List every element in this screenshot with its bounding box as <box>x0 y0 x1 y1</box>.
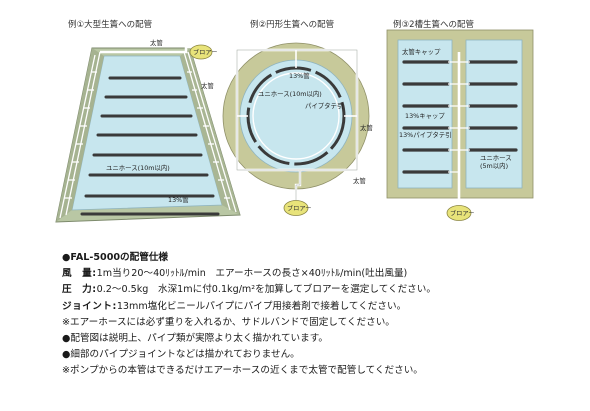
spec-text-pressure: 0.2～0.5kg 水深1mに付0.1kg/m²を加算してブロアーを選定してくだ… <box>96 284 436 296</box>
air-hoses-3 <box>402 60 518 174</box>
spec-text-joint: 13mm塩化ビニールパイプにパイプ用接着剤で接着してください。 <box>116 300 407 312</box>
blower-1-label: ブロアー <box>193 49 217 57</box>
branch-pipes-3 <box>448 61 470 173</box>
ex3-main-cap-label: 太管キャップ <box>402 47 441 56</box>
ex2-main-pipe-bottom-label: 太管 <box>353 176 366 185</box>
example-1-title: 例①大型生簀への配管 <box>68 20 153 30</box>
spec-heading: ●FAL-5000の配管仕様 <box>62 252 169 263</box>
right-pipe-ladder <box>183 51 237 213</box>
spec-note-illustration: ●配管図は説明上、パイプ類が実際より太く描かれています。 <box>62 333 328 345</box>
thin-ring-pipe <box>252 72 340 160</box>
blower-1 <box>189 44 213 60</box>
ex2-main-pipe-right-label: 太管 <box>360 123 373 132</box>
ex2-pipe-tee-label: パイプタテ引 <box>305 101 343 110</box>
air-hoses <box>80 76 220 216</box>
spec-note-joints: ●細部のパイプジョイントなどは描かれておりません。 <box>62 349 300 361</box>
ex3-cap-13-label: 13%キャップ <box>405 112 445 120</box>
piping-diagrams: ブロアー 太管 太管 ユニホース(10m以内) 13%管 ブロアー 13%管 ユ… <box>55 29 534 223</box>
blower-2-label: ブロアー <box>287 205 311 213</box>
ex1-main-pipe-top-label: 太管 <box>150 38 163 47</box>
example-3-diagram: ブロアー 太管キャップ 13%キャップ 13%パイプタテ引 ユニホース (5m以… <box>386 29 534 221</box>
ex3-unihose-label: ユニホース <box>480 154 512 162</box>
square-main-pipe-outline <box>236 49 358 171</box>
spec-line-joint: ジョイント:13mm塩化ビニールパイプにパイプ用接着剤で接着してください。 <box>62 299 582 315</box>
left-pipe-ladder <box>59 51 101 219</box>
tank-a-water <box>397 39 453 189</box>
ex1-unihose-label: ユニホース(10m以内) <box>106 163 170 172</box>
example-2-title: 例②円形生簀への配管 <box>250 20 335 30</box>
spec-line-airflow: 風 量:1m当り20～40ﾘｯﾄﾙ/min エアーホースの長さ×40ﾘｯﾄﾙ/m… <box>62 266 582 282</box>
blower-3-label: ブロアー <box>450 210 474 218</box>
ex3-unihose-length-label: (5m以内) <box>480 161 508 170</box>
example-3-title: 例③2槽生簀への配管 <box>393 20 475 30</box>
spec-block: ●FAL-5000の配管仕様 風 量:1m当り20～40ﾘｯﾄﾙ/min エアー… <box>62 250 582 380</box>
ex1-main-pipe-right-label: 太管 <box>201 81 214 90</box>
ex1-thin-pipe-label: 13%管 <box>168 195 189 204</box>
spec-key-airflow: 風 量: <box>62 268 97 280</box>
spec-text-airflow: 1m当り20～40ﾘｯﾄﾙ/min エアーホースの長さ×40ﾘｯﾄﾙ/min(吐… <box>96 268 408 280</box>
spec-key-pressure: 圧 力: <box>62 284 97 296</box>
ex3-pipe-tee-label: 13%パイプタテ引 <box>399 130 452 139</box>
tank-b-water <box>465 39 523 189</box>
spec-line-pressure: 圧 力:0.2～0.5kg 水深1mに付0.1kg/m²を加算してブロアーを選定… <box>62 282 582 298</box>
spec-key-joint: ジョイント: <box>62 300 117 312</box>
feed-pipes <box>237 50 357 117</box>
ex2-unihose-label: ユニホース(10m以内) <box>258 89 322 98</box>
blower-3 <box>446 205 472 221</box>
blower-2 <box>283 200 309 216</box>
example-2-diagram: ブロアー 13%管 ユニホース(10m以内) パイプタテ引 太管 太管 <box>222 42 373 216</box>
spec-note-weight: ※エアーホースには必ず重りを入れるか、サドルバンドで固定してください。 <box>62 316 395 328</box>
spec-note-main-pipe: ※ポンプからの本管はできるだけエアーホースの近くまで太管で配管してください。 <box>62 365 423 377</box>
example-1-diagram: ブロアー 太管 太管 ユニホース(10m以内) 13%管 <box>55 38 241 223</box>
ex2-thin-pipe-label: 13%管 <box>289 71 310 80</box>
